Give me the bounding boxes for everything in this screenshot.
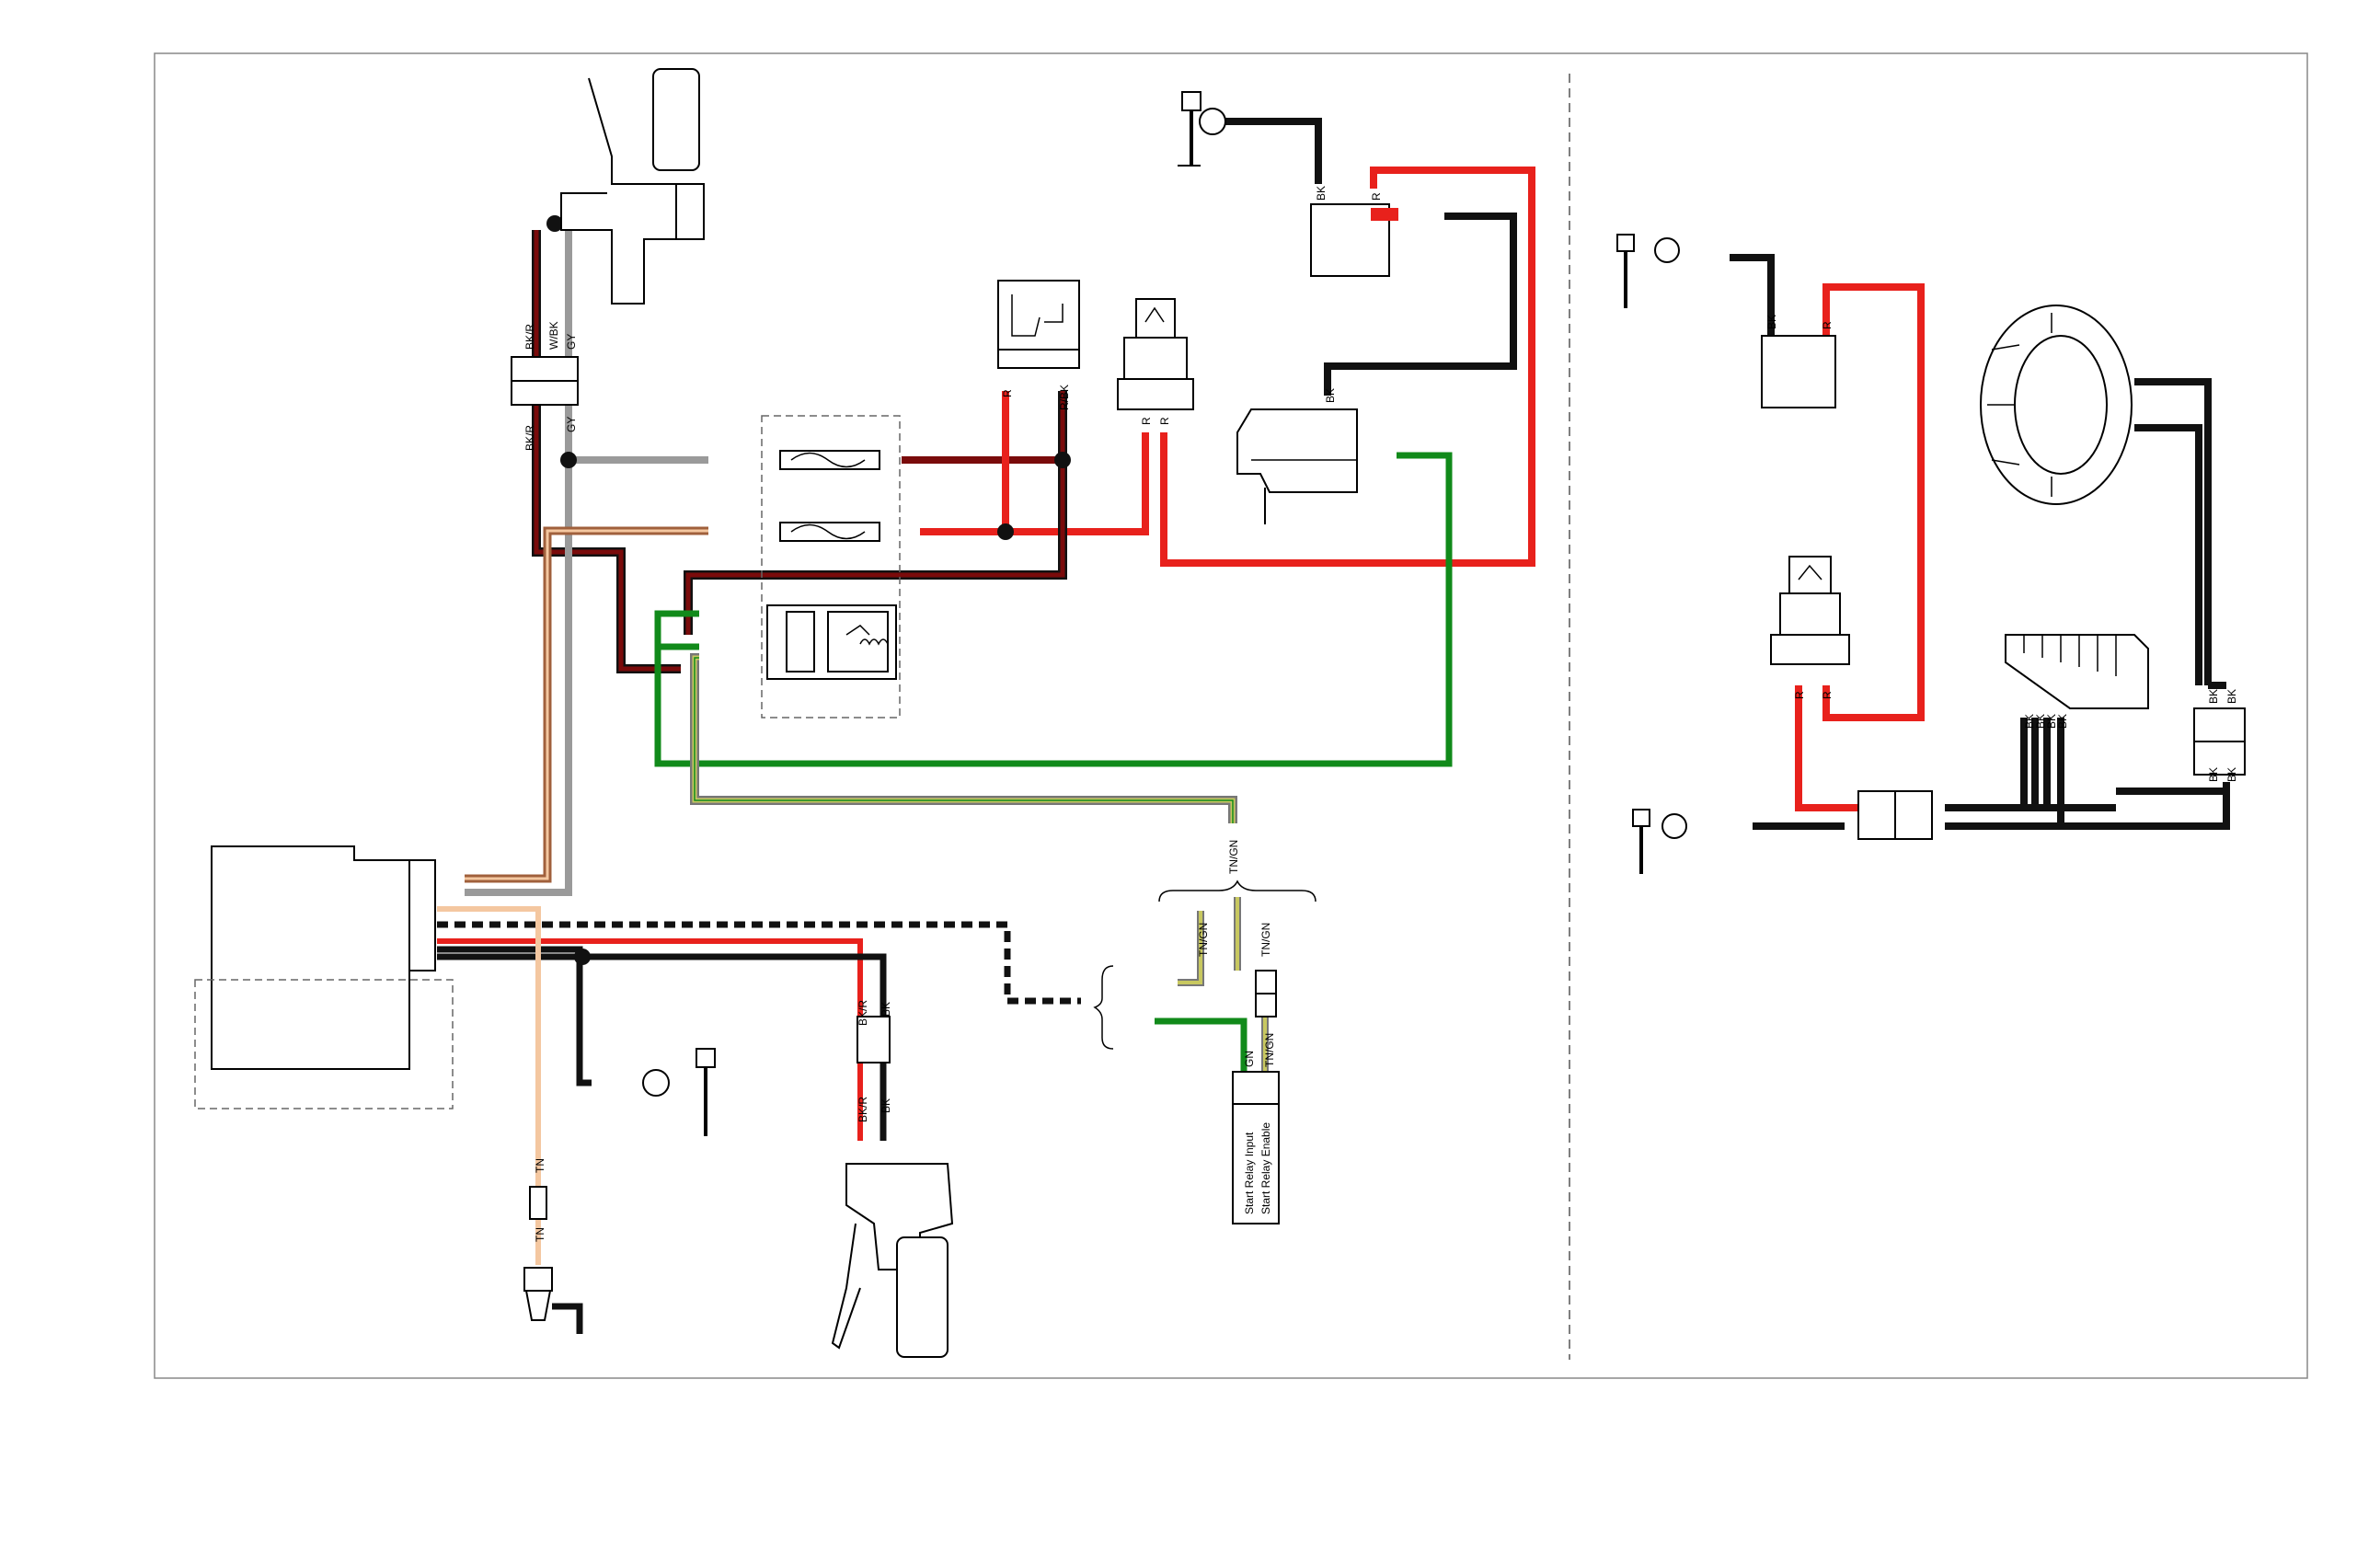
battery-top	[1310, 203, 1398, 277]
diagram-frame	[154, 52, 2308, 1379]
wire-label: BK	[2207, 689, 2220, 704]
wire-label: TN/GN	[1259, 923, 1272, 957]
ground-lug	[1632, 809, 1687, 874]
wire-label: BK	[2023, 714, 2036, 729]
wire-label: BK	[2034, 714, 2047, 729]
wire-label: R	[1158, 417, 1171, 425]
wire-label: R	[1821, 691, 1834, 699]
relay-right	[1770, 556, 1850, 665]
connector-right	[1857, 790, 1933, 840]
wire-label: R	[1140, 417, 1153, 425]
start-relay	[1117, 298, 1194, 410]
tn-connector	[529, 1186, 547, 1220]
connector-top	[511, 356, 579, 406]
wire-label: TN/GN	[1227, 840, 1240, 874]
wire-label: GY	[565, 334, 578, 350]
wire-label: R	[1001, 389, 1014, 397]
wire-label: TN/GN	[1263, 1033, 1276, 1067]
fuse	[779, 522, 880, 542]
wire-label: TN	[534, 1227, 546, 1242]
start-relay-input-label: Start Relay Input	[1243, 1132, 1256, 1214]
junction-dots	[546, 215, 1071, 965]
start-relay-module	[1232, 1071, 1280, 1224]
wire-label: BK	[1324, 388, 1337, 403]
wire-label: R	[1793, 691, 1806, 699]
wire-label: R	[1370, 192, 1383, 201]
wire-label: GY	[565, 417, 578, 432]
stator	[1980, 305, 2133, 505]
tngn-bracket	[1093, 879, 1316, 1050]
start-relay-enable-label: Start Relay Enable	[1259, 1122, 1272, 1214]
starter-motor	[1236, 408, 1358, 524]
right-wires	[1730, 254, 2230, 830]
wire-label: BK	[1315, 186, 1328, 201]
wire-label: BK	[2207, 767, 2220, 782]
ground-lug	[1178, 91, 1226, 167]
clutch-lever	[831, 1016, 954, 1358]
wire-label: BK	[880, 1002, 892, 1017]
wire-label: TN/GN	[1197, 923, 1210, 957]
left-wires	[437, 118, 1535, 1334]
fuse	[779, 450, 880, 470]
switch-housing-top	[560, 68, 705, 305]
wire-label: W/BK	[547, 321, 560, 350]
ground-lug	[642, 1048, 716, 1136]
wire-label: BK	[2045, 714, 2058, 729]
wire-label: BK/R	[857, 1000, 869, 1026]
wire-label: GN	[1243, 1051, 1256, 1067]
wire-label: BK/R	[523, 324, 536, 350]
connector-stator	[2193, 707, 2246, 776]
battery-right	[1761, 335, 1836, 408]
wire-label: TN	[534, 1158, 546, 1173]
wire-label: BK/R	[857, 1097, 869, 1122]
fuse-block	[761, 415, 901, 719]
relay-module	[766, 604, 897, 680]
wire-label: BK/R	[523, 425, 536, 451]
sender	[523, 1267, 553, 1321]
regulator	[2005, 634, 2149, 709]
wire-label: R/BK	[1058, 385, 1071, 410]
wire-label: BK	[2225, 689, 2238, 704]
wire-label: R	[1821, 321, 1834, 329]
wire-label: BK	[1765, 315, 1778, 329]
wire-label: BK	[2056, 714, 2069, 729]
control-module	[194, 845, 454, 1109]
wire-label: BK	[880, 1098, 892, 1113]
relay-switch-box	[997, 280, 1080, 369]
wire-label: BK	[2225, 767, 2238, 782]
tngn-connector	[1255, 970, 1277, 1017]
ground-lug	[1616, 234, 1680, 308]
